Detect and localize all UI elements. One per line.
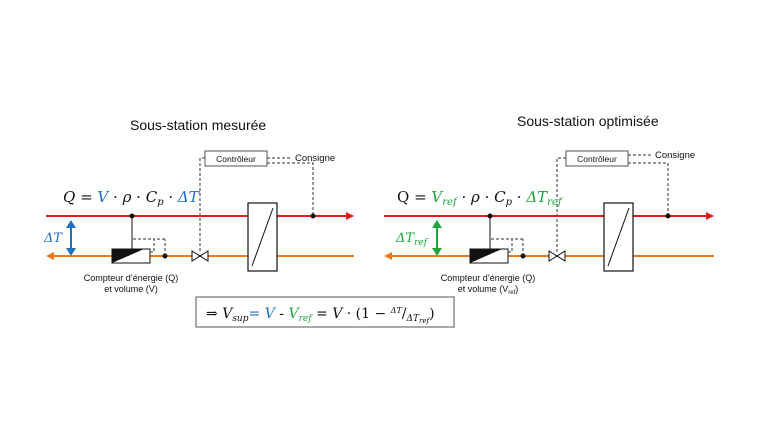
bottom-formula: ⇒ Vsup= V - Vref = V · (1 − ΔT/ΔTref) — [206, 306, 435, 325]
right-exchanger-diagonal — [607, 207, 630, 267]
right-substation: Sous-station optimisée Contrôleur Consig… — [384, 113, 714, 296]
left-delta-arrow-up-icon — [66, 220, 76, 228]
right-meter-caption-2: et volume (Vref) — [458, 284, 519, 296]
right-controller-label: Contrôleur — [577, 154, 617, 164]
right-delta-arrow-up-icon — [432, 220, 442, 228]
right-title: Sous-station optimisée — [517, 113, 659, 129]
right-setpoint-label: Consigne — [655, 150, 695, 161]
bottom-formula-frame — [195, 296, 455, 328]
right-formula: Q = Vref · ρ · Cp · ΔTref — [397, 188, 564, 208]
right-sensor-dot — [665, 213, 671, 219]
left-sensor-dash — [267, 162, 314, 216]
left-ctrl-to-valve-dash — [199, 157, 205, 252]
left-meter-caption-2: et volume (V) — [104, 284, 158, 294]
left-exchanger-diagonal — [251, 207, 274, 267]
left-delta-label: ΔT — [43, 231, 63, 246]
left-meter-dash — [132, 238, 155, 253]
right-sensor-dash — [628, 162, 669, 216]
left-controller-label: Contrôleur — [216, 154, 256, 164]
left-meter-fill — [112, 249, 144, 263]
left-title: Sous-station mesurée — [130, 117, 266, 133]
left-delta-arrow-down-icon — [66, 248, 76, 256]
left-sensor-dot — [310, 213, 316, 219]
right-valve-icon — [548, 250, 566, 262]
bottom-formula-box: ⇒ Vsup= V - Vref = V · (1 − ΔT/ΔTref) — [195, 296, 455, 328]
right-ctrl-to-valve-dash — [556, 157, 566, 252]
right-delta-label: ΔTref — [395, 231, 429, 248]
left-meter-caption-1: Compteur d’énergie (Q) — [84, 273, 179, 283]
right-meter-dash — [490, 238, 513, 253]
right-meter-caption-1: Compteur d’énergie (Q) — [441, 273, 536, 283]
left-formula: Q = V · ρ · Cp · ΔT — [63, 188, 200, 208]
left-valve-icon — [191, 250, 209, 262]
right-meter-fill — [470, 249, 502, 263]
left-substation: Sous-station mesurée Contrôleur Consigne… — [43, 117, 354, 294]
right-delta-arrow-down-icon — [432, 248, 442, 256]
left-setpoint-label: Consigne — [295, 153, 335, 164]
